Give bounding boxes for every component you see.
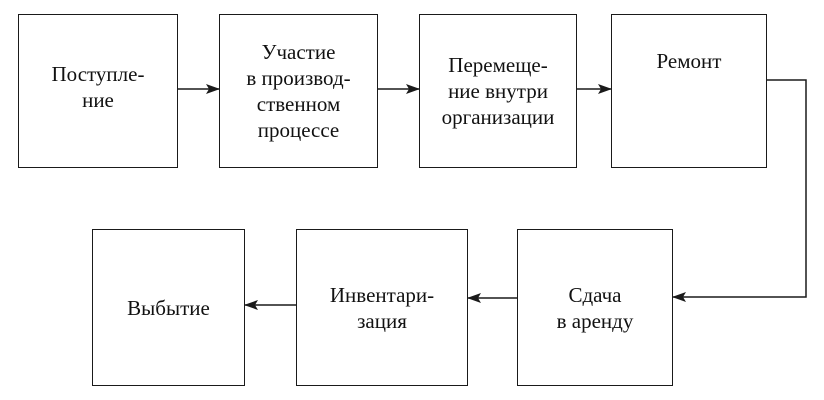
node-inventory-label: Инвентари- зация <box>329 282 435 333</box>
node-production-participation: Участие в производ- ственном процессе <box>219 14 378 168</box>
node-inventory: Инвентари- зация <box>296 229 468 386</box>
node-receipt: Поступле- ние <box>18 14 178 168</box>
node-internal-movement: Перемеще- ние внутри организации <box>419 14 577 168</box>
node-repair: Ремонт <box>611 14 767 168</box>
node-repair-label: Ремонт <box>656 49 722 73</box>
node-production-participation-label: Участие в производ- ственном процессе <box>246 40 351 142</box>
node-receipt-label: Поступле- ние <box>51 62 145 112</box>
node-disposal: Выбытие <box>92 229 245 386</box>
node-internal-movement-label: Перемеще- ние внутри организации <box>441 53 555 129</box>
node-disposal-label: Выбытие <box>127 295 210 320</box>
node-lease-label: Сдача в аренду <box>556 282 634 333</box>
node-lease: Сдача в аренду <box>517 229 673 386</box>
